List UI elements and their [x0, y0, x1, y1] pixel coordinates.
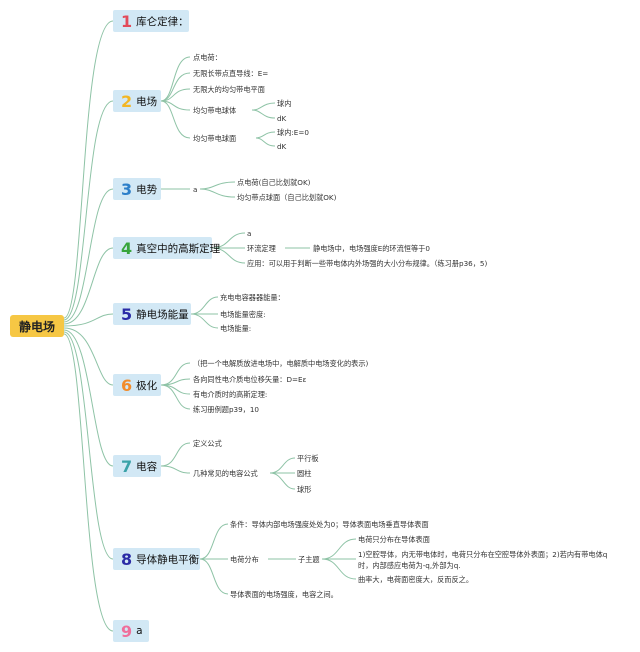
leaf-curvature[interactable]: 曲率大，电荷面密度大，反而反之。 — [358, 575, 474, 584]
branch-label: 导体静电平衡 — [136, 553, 200, 566]
leaf-ball-dk[interactable]: dK — [277, 114, 287, 123]
branch-label: 静电场能量 — [136, 308, 189, 321]
branch-field-energy[interactable]: 5 静电场能量 — [113, 303, 191, 325]
leaf-sphere[interactable]: 球形 — [297, 485, 312, 494]
number-badge: 4 — [121, 238, 133, 258]
branch-label: 电容 — [136, 460, 158, 473]
number-badge: 3 — [121, 179, 133, 199]
leaf-circulation-note[interactable]: 静电场中，电场强度E的环流恒等于0 — [313, 244, 430, 253]
leaf-gauss-a[interactable]: a — [247, 229, 252, 238]
leaf-parallel-plate[interactable]: 平行板 — [297, 454, 319, 463]
number-badge: 5 — [121, 304, 133, 324]
number-badge: 9 — [121, 621, 133, 641]
branch-label: 极化 — [136, 379, 158, 392]
branch-label: 真空中的高斯定理 — [136, 242, 221, 255]
branch-label: a — [136, 625, 143, 637]
branch-a[interactable]: 9 a — [113, 620, 149, 642]
leaf-infinite-line[interactable]: 无限长带点直导线：E= — [193, 69, 269, 78]
leaf-potential-a[interactable]: a — [193, 185, 198, 194]
leaf-shell-dk[interactable]: dK — [277, 142, 287, 151]
leaf-capacitor-energy[interactable]: 充电电容器器能量： — [220, 293, 285, 302]
leaf-equilibrium-condition[interactable]: 条件：导体内部电场强度处处为0；导体表面电场垂直导体表面 — [230, 520, 429, 529]
leaf-surface-field[interactable]: 导体表面的电场强度，电容之间。 — [230, 590, 338, 599]
leaf-charged-ball[interactable]: 均匀带电球体 — [193, 106, 237, 115]
leaf-circulation-theorem[interactable]: 环流定理 — [247, 244, 276, 253]
leaf-field-energy[interactable]: 电场能量: — [220, 324, 252, 333]
leaf-infinite-plane[interactable]: 无限大的均匀带电平面 — [193, 85, 265, 94]
branch-label: 库仑定律： — [136, 15, 189, 28]
leaf-subtopic[interactable]: 子主题 — [298, 555, 320, 564]
branch-potential[interactable]: 3 电势 — [113, 178, 161, 200]
leaf-charged-shell[interactable]: 均匀带电球面 — [193, 134, 237, 143]
branch-capacitance[interactable]: 7 电容 — [113, 455, 161, 477]
leaf-gauss-application[interactable]: 应用：可以用于判断一些带电体内外场强的大小分布规律。（练习册p36，5) — [247, 259, 488, 268]
leaf-charge-distribution[interactable]: 电荷分布 — [230, 555, 259, 564]
leaf-ball-inside[interactable]: 球内 — [277, 99, 292, 108]
leaf-dielectric-gauss[interactable]: 有电介质时的高斯定理: — [193, 390, 268, 399]
leaf-isotropic-d[interactable]: 各向同性电介质电位移矢量：D=Eε — [193, 375, 307, 384]
leaf-point-charge[interactable]: 点电荷： — [193, 53, 222, 62]
number-badge: 7 — [121, 456, 133, 476]
leaf-shell-inside[interactable]: 球内:E=0 — [277, 128, 309, 137]
branch-label: 电势 — [136, 183, 158, 196]
leaf-polarization-desc[interactable]: （把一个电解质放进电场中，电解质中电场变化的表示) — [193, 359, 369, 368]
leaf-cylinder[interactable]: 圆柱 — [297, 469, 312, 478]
branch-conductor-equilibrium[interactable]: 8 导体静电平衡 — [113, 548, 200, 570]
branch-electric-field[interactable]: 2 电场 — [113, 90, 161, 112]
branch-gauss-law-vacuum[interactable]: 4 真空中的高斯定理 — [113, 237, 220, 259]
branch-coulomb-law[interactable]: 1 库仑定律： — [113, 10, 189, 32]
leaf-capacitance-def[interactable]: 定义公式 — [193, 439, 222, 448]
leaf-surface-only[interactable]: 电荷只分布在导体表面 — [358, 535, 430, 544]
number-badge: 8 — [121, 549, 133, 569]
leaf-potential-point[interactable]: 点电荷(自己比划就OK) — [237, 178, 311, 187]
number-badge: 1 — [121, 11, 133, 31]
number-badge: 2 — [121, 91, 133, 111]
branch-polarization[interactable]: 6 极化 — [113, 374, 161, 396]
root-node-electrostatic-field[interactable]: 静电场 — [10, 315, 64, 337]
number-badge: 6 — [121, 375, 133, 395]
leaf-cavity-line2[interactable]: 时，内部感应电荷为-q,外部为q. — [358, 561, 461, 570]
leaf-energy-density[interactable]: 电场能量密度: — [220, 310, 266, 319]
leaf-workbook-example[interactable]: 练习册例题p39，10 — [193, 405, 259, 414]
leaf-capacitance-formulas[interactable]: 几种常见的电容公式 — [193, 469, 258, 478]
branch-label: 电场 — [136, 95, 158, 108]
leaf-potential-shell[interactable]: 均匀带点球面（自己比划就OK) — [237, 193, 337, 202]
leaf-cavity-line1[interactable]: 1)空腔导体，内无带电体时，电荷只分布在空腔导体外表面；2)若内有带电体q — [358, 550, 608, 559]
